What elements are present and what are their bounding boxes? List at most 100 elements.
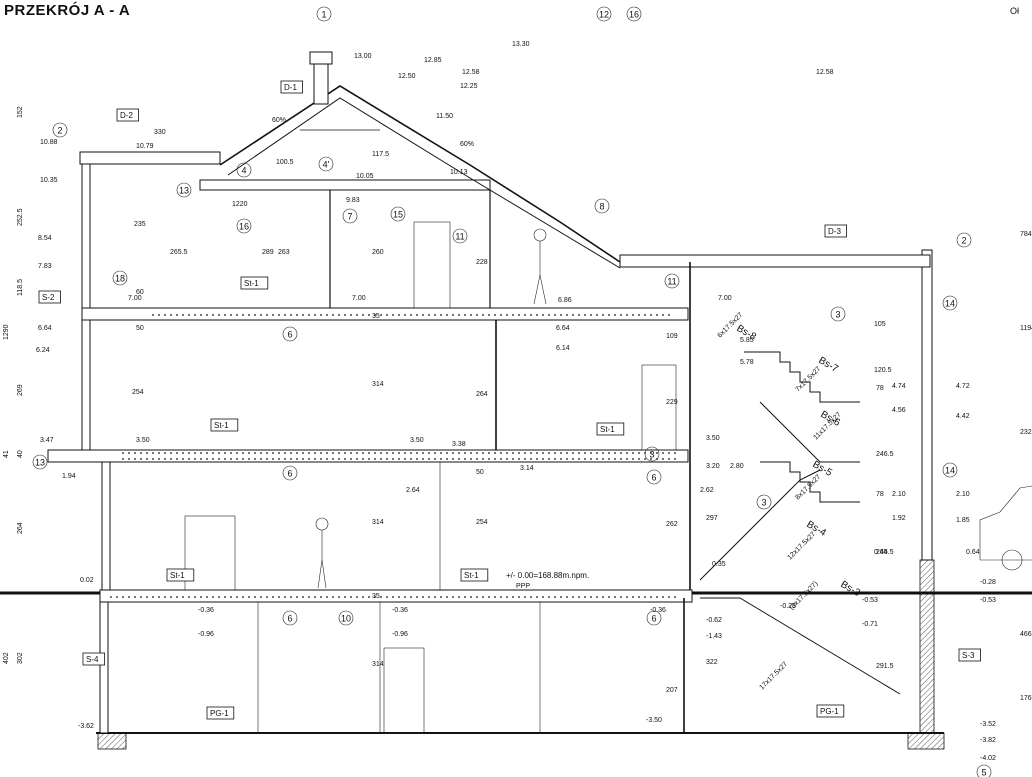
drawing-label: 330 [154,129,166,136]
door-ground [184,515,236,591]
callout-number: 14 [945,299,955,309]
door-first [641,364,677,451]
drawing-label: 252.5 [17,208,24,226]
callout-circle [32,454,48,470]
drawing-label: 13.00 [354,53,372,60]
drawing-label: -0.53 [862,597,878,604]
drawing-label: 322 [706,659,718,666]
callout-number: 15 [393,210,403,220]
drawing-label: 6.24 [36,347,50,354]
drawing-label: 235 [134,221,146,228]
callout-number: 6 [651,473,656,483]
drawing-label: 402 [3,652,10,664]
callout-number: 6 [287,469,292,479]
basement-wall-left [99,597,109,734]
drawing-label: PG-1 [210,709,229,718]
label-group: Oł+/- 0.00=168.88m.npm.PPPD-1D-2D-3S-2S-… [3,6,1032,762]
tag-box [166,568,195,582]
drawing-label: -0.36 [650,607,666,614]
drawing-label: Bs-3 [839,579,863,599]
drawing-label: 8x17.5x27 [794,474,822,502]
attic-wall-left [81,154,91,313]
drawing-label: 314 [372,661,384,668]
drawing-label: 12.58 [816,69,834,76]
drawing-label: 229 [666,399,678,406]
drawing-label: 2.62 [700,487,714,494]
drawing-label: 4.56 [892,407,906,414]
drawing-label: -0.96 [198,631,214,638]
drawing-label: 12.50 [398,73,416,80]
tag-box [958,648,982,662]
callout-circle [318,156,334,172]
drawing-label: 3.47 [40,437,54,444]
drawing-label: -0.71 [862,621,878,628]
roof-ridge-inner [227,97,621,269]
drawing-label: -0.28 [980,579,996,586]
roof-ridge-outer [219,85,621,263]
drawing-label: 152 [17,106,24,118]
drawing-label: 60 [136,289,144,296]
drawing-label: 232.5 [1020,429,1032,436]
drawing-label: 254 [476,519,488,526]
drawing-label: -0.96 [392,631,408,638]
drawing-label: 10.35 [40,177,58,184]
drawing-label: -4.02 [980,755,996,762]
callout-circle [596,6,612,22]
callout-circle [830,306,846,322]
drawing-label: -0.36 [392,607,408,614]
slab-first-fill [120,452,680,460]
drawing-label: 5.78 [740,359,754,366]
door-attic [413,221,451,309]
callout-circle [956,232,972,248]
drawing-label: -0.28 [780,603,796,610]
tag-box [460,568,489,582]
callout-number: 13 [35,458,45,468]
drawing-label: 6.64 [556,325,570,332]
drawing-label: 109 [666,333,678,340]
callout-circle [342,208,358,224]
drawing-label: 10.05 [356,173,374,180]
callout-number: 1 [321,10,326,20]
person-ground [315,517,329,589]
drawing-label: -3.50 [646,717,662,724]
drawing-label: 254 [132,389,144,396]
drawing-label: 40 [17,450,24,458]
tag-box [210,418,239,432]
callout-number: 10 [341,614,351,624]
drawing-label: 314 [372,519,384,526]
drawing-label: 264 [17,522,24,534]
callout-number: 16 [239,222,249,232]
drawing-label: 117.5 [372,151,389,158]
drawing-label: 2.64 [406,487,420,494]
drawing-label: 4.42 [956,413,970,420]
drawing-label: 12.25 [460,83,478,90]
drawing-label: S-2 [42,293,55,302]
callout-circle [282,465,298,481]
drawing-label: 1290 [3,324,10,340]
person-attic [533,228,547,305]
drawing-label: 10.88 [40,139,58,146]
slab-second-fill [150,310,670,318]
drawing-label: 17x17.5x27 [758,661,789,692]
drawing-label: 7.00 [128,295,142,302]
drawing-label: St-1 [464,571,479,580]
drawing-label: 0.64 [966,549,980,556]
door-basement [383,647,425,734]
callout-number: 4' [323,160,330,170]
drawing-label: 0.02 [80,577,94,584]
drawing-label: 6.14 [556,345,570,352]
drawing-label: 50 [476,469,484,476]
callout-circle [976,764,992,777]
foundation-left [97,732,127,750]
tag-box [280,80,304,94]
drawing-label: 2.10 [956,491,970,498]
drawing-label: St-1 [170,571,185,580]
drawing-label: 12.58 [462,69,480,76]
stair-bs3 [700,597,901,695]
drawing-label: 244.5 [876,549,894,556]
callout-number: 3 [761,498,766,508]
callout-number: 3 [649,450,654,460]
drawing-label: Oł [1010,6,1019,16]
drawing-label: 3.14 [520,465,534,472]
